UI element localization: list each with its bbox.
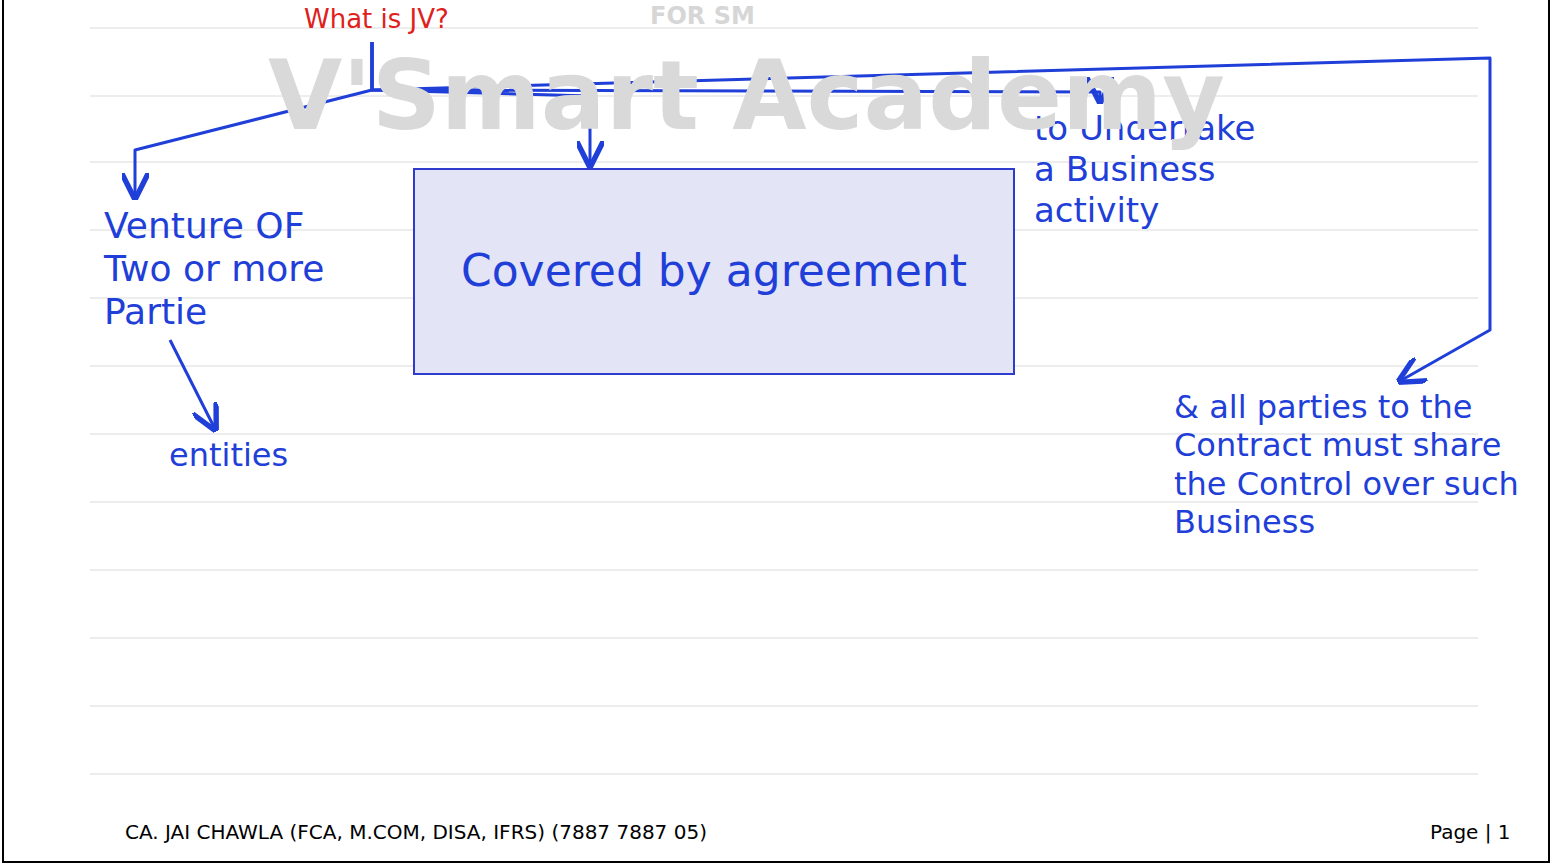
sub-note: entities: [165, 432, 305, 479]
note-text: & all parties to the Contract must share…: [1174, 388, 1536, 542]
note-text: Venture OF Two or more Partie: [104, 204, 356, 334]
branch-note: & all parties to the Contract must share…: [1170, 384, 1540, 546]
branch-arrow: [170, 340, 215, 429]
watermark-arc: FOR SM: [650, 2, 755, 30]
note-text: entities: [169, 436, 301, 474]
heading-text: What is JV?: [300, 0, 500, 40]
note-text: Covered by agreement: [461, 245, 967, 298]
branch-note: Venture OF Two or more Partie: [100, 200, 360, 338]
highlight-box: Covered by agreement: [413, 168, 1015, 375]
page-number: Page | 1: [1430, 820, 1511, 844]
note-text: What is JV?: [304, 4, 496, 35]
footer-author: CA. JAI CHAWLA (FCA, M.COM, DISA, IFRS) …: [125, 820, 707, 844]
watermark: V'Smart Academy: [268, 40, 1225, 152]
